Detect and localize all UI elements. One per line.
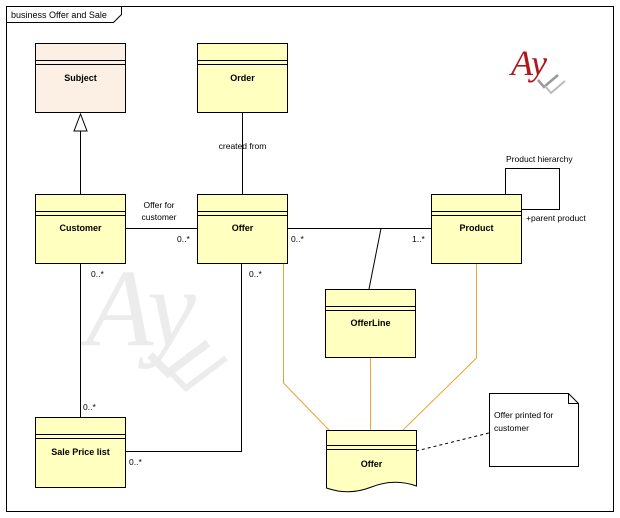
- dependency-lines: [283, 264, 477, 431]
- class-sale-price-list[interactable]: Sale Price list: [35, 417, 126, 488]
- class-order[interactable]: Order: [197, 43, 288, 113]
- mult-offer-bottom: 0..*: [249, 269, 262, 279]
- class-sale-price-list-label: Sale Price list: [51, 447, 110, 457]
- class-offerline-label: OfferLine: [350, 318, 390, 328]
- class-customer-label: Customer: [59, 223, 102, 233]
- dependency-offer-to-artifact: [283, 264, 330, 431]
- association-product-hierarchy: [505, 168, 560, 210]
- watermark-logo: Ay: [79, 247, 228, 392]
- artifact-offer-document[interactable]: Offer: [326, 430, 417, 493]
- label-created-from: created from: [219, 141, 267, 151]
- logo-text: Ay: [509, 43, 547, 83]
- label-parent-product: +parent product: [526, 213, 586, 223]
- generalization-arrowhead: [73, 112, 88, 132]
- watermark-text: Ay: [79, 247, 196, 369]
- frame-title: business Offer and Sale: [11, 10, 107, 20]
- mult-customer-bottom: 0..*: [91, 269, 104, 279]
- class-offer[interactable]: Offer: [197, 194, 288, 264]
- label-offer-for-customer-2: customer: [142, 212, 177, 222]
- class-subject[interactable]: Subject: [35, 43, 126, 113]
- class-customer[interactable]: Customer: [35, 194, 126, 264]
- mult-offer-product-start: 0..*: [291, 234, 304, 244]
- class-product-label: Product: [459, 223, 493, 233]
- mult-offer-product-end: 1..*: [412, 234, 425, 244]
- class-product[interactable]: Product: [431, 194, 522, 264]
- class-order-label: Order: [230, 73, 255, 83]
- note-line-1: Offer printed for: [494, 410, 554, 420]
- association-offer-pricelist: [126, 264, 242, 452]
- note-offer-printed[interactable]: Offer printed for customer: [489, 393, 579, 467]
- dependency-product-to-artifact: [402, 264, 477, 431]
- connectors: [80, 112, 560, 452]
- class-subject-label: Subject: [64, 73, 97, 83]
- note-line-2: customer: [494, 423, 529, 433]
- association-class-link: [368, 228, 382, 290]
- class-offer-label: Offer: [232, 223, 254, 233]
- ay-logo: Ay: [509, 43, 566, 95]
- mult-pricelist-right: 0..*: [129, 457, 142, 467]
- label-offer-for-customer-1: Offer for: [143, 200, 174, 210]
- note-link: [415, 432, 490, 452]
- diagram-frame: [6, 6, 614, 512]
- mult-pricelist-top: 0..*: [83, 402, 96, 412]
- class-offerline[interactable]: OfferLine: [325, 289, 416, 358]
- mult-customer-offer-end: 0..*: [177, 234, 190, 244]
- artifact-offer-label: Offer: [361, 459, 383, 469]
- frame-title-tab: [6, 6, 122, 23]
- label-product-hierarchy: Product hierarchy: [506, 154, 573, 164]
